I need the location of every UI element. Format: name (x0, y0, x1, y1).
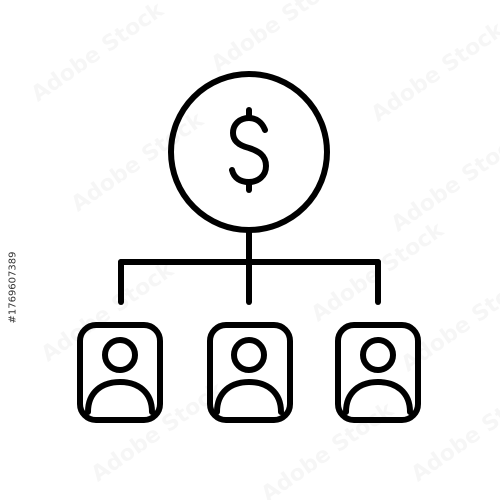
person-card-center (207, 322, 293, 423)
user-icon-head (102, 337, 138, 373)
person-card-right (335, 322, 421, 423)
hierarchy-connectors (118, 227, 381, 305)
user-icon-head (231, 337, 267, 373)
user-icon-body (214, 379, 284, 415)
dollar-circle-node (168, 71, 330, 233)
user-icon-head (360, 337, 396, 373)
user-icon-body (343, 379, 413, 415)
dollar-sign-icon (229, 107, 269, 193)
circle-outline (168, 71, 330, 233)
stock-id-label: #1769607389 (7, 251, 19, 324)
user-icon-body (85, 379, 155, 415)
person-card-left (77, 322, 163, 423)
